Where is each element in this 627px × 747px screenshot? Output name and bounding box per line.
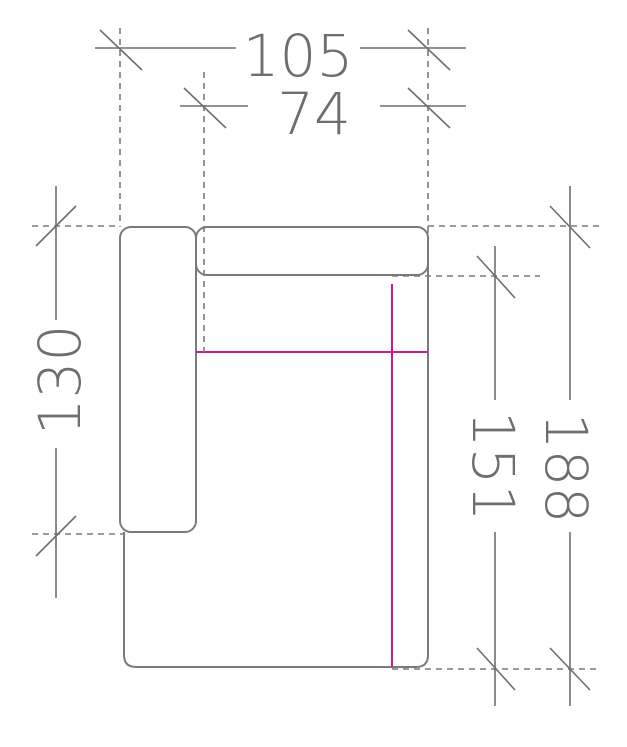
dimension-overall-width: 105 — [95, 22, 466, 90]
sofa-base — [123, 236, 429, 668]
seat-measure-lines — [196, 284, 428, 667]
armrest-depth-label: 130 — [26, 325, 94, 436]
extension-lines — [32, 28, 600, 670]
backrest — [195, 226, 429, 276]
armrest — [119, 226, 197, 533]
seat-depth-label: 151 — [459, 411, 527, 522]
dimension-seat-depth: 151 — [459, 246, 527, 706]
sofa-outline — [119, 226, 429, 668]
overall-width-label: 105 — [243, 22, 354, 90]
dimension-seat-width: 74 — [180, 80, 466, 148]
dimension-overall-depth: 188 — [532, 186, 600, 706]
seat-width-label: 74 — [277, 80, 351, 148]
overall-depth-label: 188 — [532, 413, 600, 524]
dimension-armrest-depth: 130 — [26, 186, 94, 598]
